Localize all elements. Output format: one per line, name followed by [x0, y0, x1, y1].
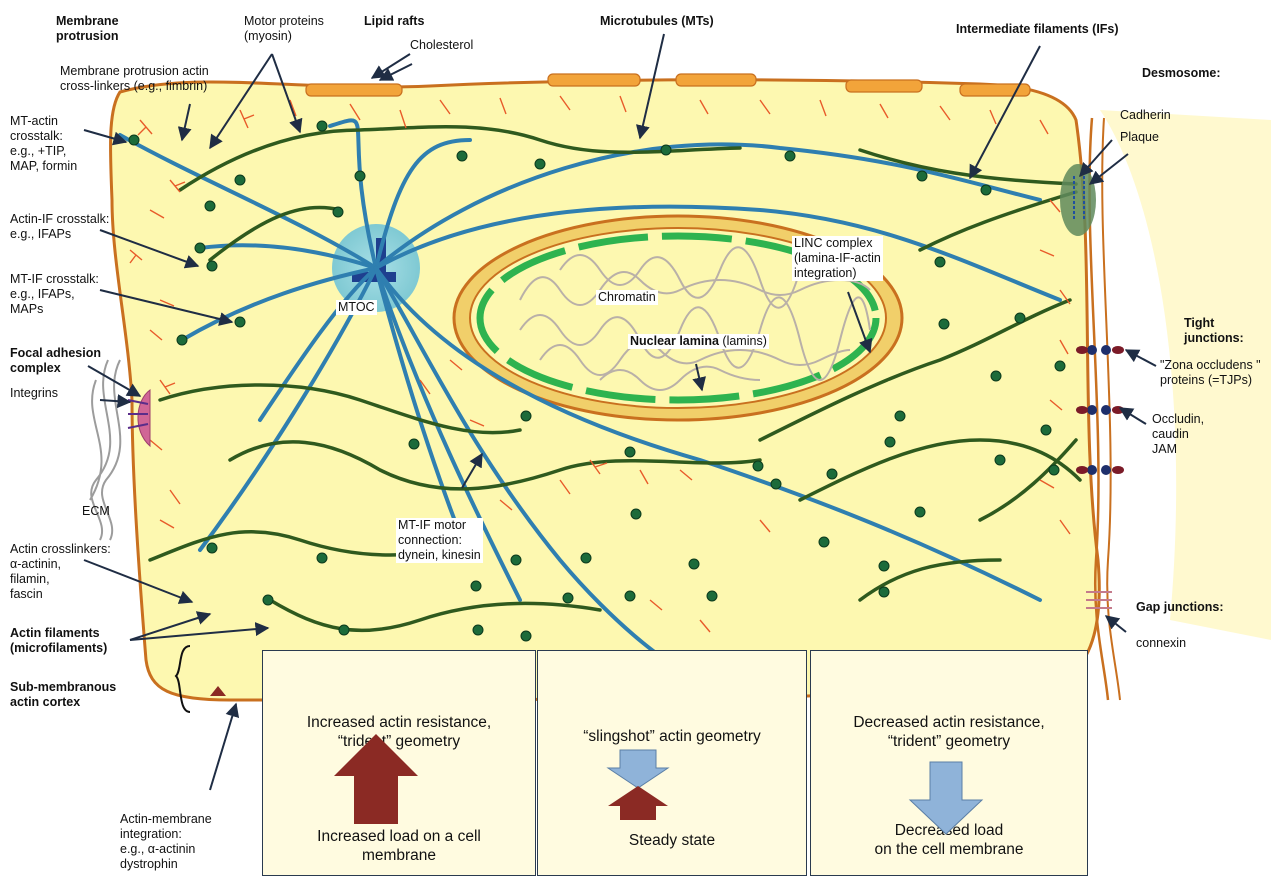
panel-increased-load: Increased actin resistance, “trident” ge…	[262, 650, 536, 876]
label-actin-crosslinkers: Actin crosslinkers: α-actinin, filamin, …	[10, 542, 111, 601]
label-cadherin: Cadherin	[1120, 108, 1171, 122]
lipid-rafts	[305, 73, 1031, 97]
label-lipid-rafts: Lipid rafts	[364, 14, 425, 28]
label-mt-actin-crosstalk: MT-actin crosstalk: e.g., +TIP, MAP, for…	[10, 114, 78, 173]
panel-title: Increased actin resistance, “trident” ge…	[306, 714, 492, 750]
label-tight-junctions: Tight junctions:	[1184, 316, 1244, 345]
label-linc-complex: LINC complex (lamina-IF-actin integratio…	[792, 236, 883, 281]
intermediate-filaments	[148, 125, 1082, 633]
label-nuclear-lamina: Nuclear lamina (lamins)	[628, 334, 769, 349]
actin-filaments	[129, 95, 1071, 633]
label-actin-if-crosstalk: Actin-IF crosstalk: e.g., IFAPs	[10, 212, 110, 241]
nucleus	[452, 214, 904, 422]
panel-steady-state: “slingshot” actin geometry Steady state	[537, 650, 807, 876]
label-gap-junctions: Gap junctions:	[1136, 600, 1224, 614]
panel-footer: Decreased load on the cell membrane	[874, 822, 1024, 858]
panel-title: “slingshot” actin geometry	[583, 728, 761, 745]
label-microtubules: Microtubules (MTs)	[600, 14, 714, 28]
label-cholesterol: Cholesterol	[410, 38, 474, 52]
focal-adhesion	[89, 359, 151, 541]
label-connexin: connexin	[1136, 636, 1187, 650]
desmosome	[1060, 164, 1096, 236]
gap-junctions	[1086, 591, 1112, 609]
label-chromatin: Chromatin	[596, 290, 658, 305]
panel-decreased-load: Decreased actin resistance, “trident” ge…	[810, 650, 1088, 876]
label-actin-membrane: Actin-membrane integration: e.g., α-acti…	[120, 812, 212, 871]
label-membrane-protrusion-crosslinkers: Membrane protrusion actin cross-linkers …	[60, 64, 209, 93]
label-ecm: ECM	[82, 504, 110, 518]
label-focal-adhesion: Focal adhesion complex	[10, 346, 101, 375]
panel-footer: Steady state	[628, 832, 716, 849]
label-desmosome: Desmosome:	[1142, 66, 1221, 80]
annotation-arrows	[83, 33, 1157, 791]
label-motor-proteins: Motor proteins (myosin)	[244, 14, 324, 43]
neighbor-cell-glow	[1100, 110, 1271, 640]
label-sub-membranous: Sub-membranous actin cortex	[10, 680, 117, 709]
label-mt-if-crosstalk: MT-IF crosstalk: e.g., IFAPs, MAPs	[10, 272, 99, 316]
label-membrane-protrusion: Membrane protrusion	[56, 14, 119, 43]
neighbor-membrane-outer	[1101, 117, 1121, 701]
label-nuclear-lamina-bold: Nuclear lamina	[630, 334, 719, 348]
cortex-brace	[174, 645, 191, 713]
label-plaque: Plaque	[1120, 130, 1159, 144]
label-actin-filaments: Actin filaments (microfilaments)	[10, 626, 108, 655]
label-nuclear-lamina-rest: (lamins)	[718, 334, 767, 348]
label-mt-if-motor: MT-IF motor connection: dynein, kinesin	[396, 518, 483, 563]
filament-nodes	[128, 120, 1066, 642]
label-occludin: Occludin, caudin JAM	[1152, 412, 1205, 456]
label-zona-occludens: "Zona occludens " proteins (=TJPs)	[1160, 358, 1261, 387]
panel-footer: Increased load on a cell membrane	[317, 828, 481, 864]
label-mtoc: MTOC	[336, 300, 377, 315]
panel-title: Decreased actin resistance, “trident” ge…	[853, 714, 1045, 750]
label-intermediate-filaments: Intermediate filaments (IFs)	[956, 22, 1119, 36]
label-integrins: Integrins	[10, 386, 58, 400]
tight-junctions	[1076, 345, 1124, 475]
